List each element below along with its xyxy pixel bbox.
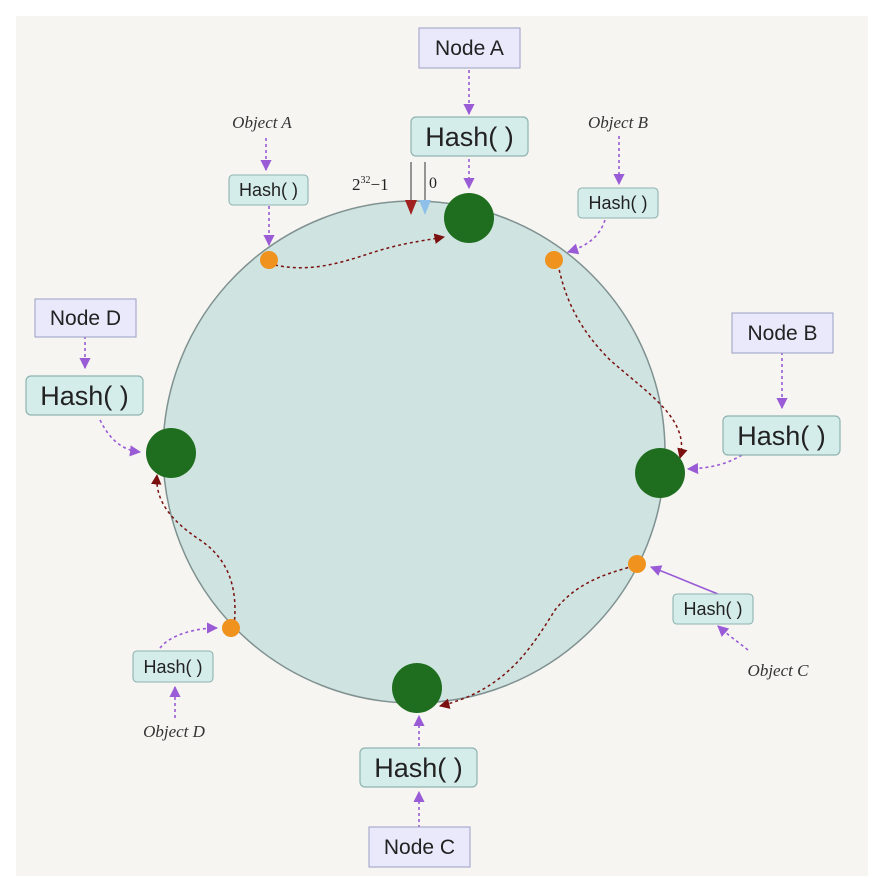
node-b-point	[635, 448, 685, 498]
object-a-point	[260, 251, 278, 269]
object-a-hash-box: Hash( )	[228, 174, 309, 206]
object-c-hash-label: Hash( )	[683, 599, 742, 619]
object-b-hash-box: Hash( )	[577, 187, 659, 219]
ring-max-suffix: −1	[371, 175, 389, 194]
node-d-hash-label: Hash( )	[40, 381, 129, 411]
node-a-hash-box: Hash( )	[410, 116, 529, 157]
node-b-label-box: Node B	[731, 312, 834, 354]
node-a-label: Node A	[435, 37, 504, 60]
hash-arrows	[79, 70, 788, 828]
ring-max-base: 2	[352, 175, 361, 194]
object-c-hash-box: Hash( )	[672, 593, 754, 625]
node-d-hash-box: Hash( )	[25, 375, 144, 416]
object-a-label: Object A	[232, 113, 292, 132]
ring-origin-marker: 232−1 0	[352, 162, 437, 215]
path-object-b-to-node-b	[557, 263, 688, 460]
node-b-label: Node B	[747, 322, 817, 345]
object-d-label: Object D	[143, 722, 206, 741]
ring-zero-label: 0	[429, 175, 437, 192]
node-d-label: Node D	[50, 307, 121, 330]
object-d-point	[222, 619, 240, 637]
node-a-point	[444, 193, 494, 243]
node-b-hash-label: Hash( )	[737, 421, 826, 451]
node-b-hash-box: Hash( )	[722, 415, 841, 456]
node-d-label-box: Node D	[34, 298, 137, 338]
node-c-label: Node C	[384, 836, 455, 859]
node-c-hash-label: Hash( )	[374, 753, 463, 783]
node-c-label-box: Node C	[368, 826, 471, 868]
ring-max-label: 232−1	[352, 175, 389, 194]
routing-paths	[151, 233, 688, 709]
object-b-label: Object B	[588, 113, 649, 132]
node-a-label-box: Node A	[418, 27, 521, 69]
object-a-hash-label: Hash( )	[239, 180, 298, 200]
node-d-point	[146, 428, 196, 478]
object-d-hash-label: Hash( )	[143, 657, 202, 677]
object-b-point	[545, 251, 563, 269]
object-d-hash-box: Hash( )	[132, 650, 214, 683]
ring-max-exponent: 32	[361, 175, 371, 186]
object-c-point	[628, 555, 646, 573]
node-c-hash-box: Hash( )	[359, 747, 478, 788]
path-object-c-to-node-c	[438, 565, 635, 709]
path-object-d-to-node-d	[151, 473, 236, 627]
object-b-hash-label: Hash( )	[588, 193, 647, 213]
node-c-point	[392, 663, 442, 713]
object-c-label: Object C	[748, 661, 810, 680]
node-a-hash-label: Hash( )	[425, 122, 514, 152]
